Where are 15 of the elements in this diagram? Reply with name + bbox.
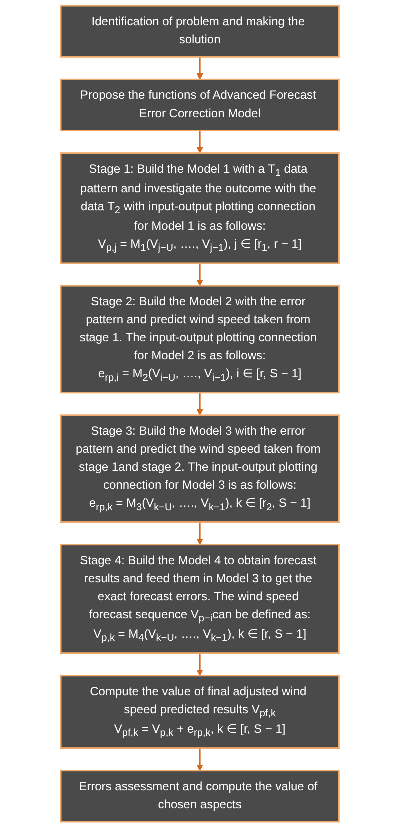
arrow	[196, 57, 204, 80]
arrow	[196, 263, 204, 286]
node-box: Stage 2: Build the Model 2 with the error pattern and predict wind speed taken from stage 1. The input-output plotting connection for Model 2 is as follows: e$_{rp,i}$ = M$_{2}$(V$_{i−U}$, …., V$_{i−1}$), i ∈ [r, S − 1]	[60, 285, 340, 394]
arrow	[196, 522, 204, 546]
arrow	[196, 653, 204, 676]
arrow	[196, 748, 204, 772]
node-box: Stage 1: Build the Model 1 with a T$_{1}$ data pattern and investigate the outcome with the data T$_{2}$ with input-output plotting connection for Model 1 is as follows: V$_{p,j}$ = M$_{1}$(V$_{j−U}$, …., V$_{j−1}$), j ∈ [r$_{1}$, r − 1]	[60, 152, 340, 264]
node-box: Identification of problem and making the solution	[60, 5, 340, 58]
arrow	[196, 130, 204, 154]
arrow	[196, 392, 204, 416]
node-box: Compute the value of final adjusted wind speed predicted results V$_{pf,k}$ V$_{pf,k}$ = V$_{p,k}$ + e$_{rp,k}$, k ∈ [r, S − 1]	[60, 675, 340, 750]
node-box: Stage 3: Build the Model 3 with the error pattern and predict the wind speed taken from stage 1and stage 2. The input-output plotting connection for Model 3 is as follows: e$_{rp,k}$ = M$_{3}$(V$_{k−U}$, …., V$_{k−1}$), k ∈ [r$_{2}$, S − 1]	[60, 414, 340, 524]
node-box: Stage 4: Build the Model 4 to obtain forecast results and feed them in Model 3 to get the exact forecast errors. The wind speed forecast sequence V$_{p−i}$can be defined as: V$_{p,k}$ = M$_{4}$(V$_{k−U}$, …., V$_{k−1}$), k ∈ [r, S − 1]	[60, 544, 340, 654]
node-box: Errors assessment and compute the value of chosen aspects	[60, 770, 340, 823]
node-box: Propose the functions of Advanced Forecast Error Correction Model	[60, 78, 340, 132]
